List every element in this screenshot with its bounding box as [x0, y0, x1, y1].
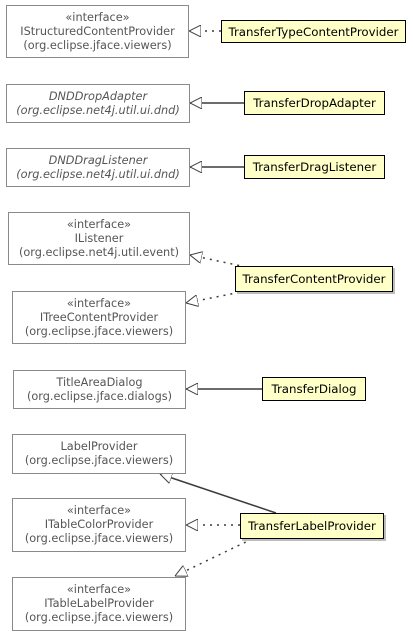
node-package: (org.eclipse.jface.viewers) [24, 324, 174, 338]
node-package: (org.eclipse.net4j.util.event) [18, 245, 180, 259]
node-package: (org.eclipse.jface.viewers) [23, 38, 172, 52]
stereotype-label: «interface» [66, 217, 132, 231]
class-transferdraglistener: TransferDragListener [244, 155, 385, 179]
class-transferdialog: TransferDialog [262, 377, 366, 401]
edge-transferlabel-labelprovider [160, 474, 277, 514]
node-name: ITreeContentProvider [39, 310, 159, 324]
class-transfercontentprovider: TransferContentProvider [235, 266, 393, 292]
node-titleareadialog: TitleAreaDialog (org.eclipse.jface.dialo… [13, 370, 186, 409]
node-package: (org.eclipse.jface.viewers) [24, 611, 174, 624]
node-dnddropadapter: DNDDropAdapter (org.eclipse.net4j.util.u… [6, 84, 190, 123]
stereotype-label: «interface» [65, 10, 130, 24]
node-itablecolorprovider: «interface» ITableColorProvider (org.ecl… [12, 498, 186, 552]
node-name: IStructuredContentProvider [20, 24, 175, 38]
edge-transferlabel-itablelabel [175, 538, 253, 576]
node-package: (org.eclipse.jface.viewers) [24, 454, 174, 467]
node-package: (org.eclipse.net4j.util.ui.dnd) [16, 167, 180, 181]
stereotype-label: «interface» [66, 504, 132, 517]
node-name: ITableLabelProvider [44, 597, 154, 610]
node-package: (org.eclipse.net4j.util.ui.dnd) [16, 103, 180, 117]
node-labelprovider: LabelProvider (org.eclipse.jface.viewers… [12, 434, 186, 474]
class-transfertypecontentprovider: TransferTypeContentProvider [221, 20, 406, 43]
node-name: TitleAreaDialog [56, 375, 143, 389]
node-itablelabelprovider: «interface» ITableLabelProvider (org.ecl… [12, 577, 186, 631]
node-name: DNDDragListener [48, 153, 148, 167]
class-transferlabelprovider: TransferLabelProvider [240, 513, 384, 539]
node-itreecontentprovider: «interface» ITreeContentProvider (org.ec… [12, 291, 186, 344]
edge-transfercontent-itree [186, 290, 247, 303]
node-package: (org.eclipse.jface.viewers) [24, 532, 174, 545]
node-name: DNDDropAdapter [48, 89, 148, 103]
node-package: (org.eclipse.jface.dialogs) [26, 389, 173, 403]
stereotype-label: «interface» [66, 296, 132, 310]
edge-transfercontent-ilistener [190, 255, 247, 268]
node-dnddraglistener: DNDDragListener (org.eclipse.net4j.util.… [6, 148, 190, 187]
node-istructuredcontentprovider: «interface» IStructuredContentProvider (… [6, 5, 189, 58]
class-transferdropadapter: TransferDropAdapter [244, 91, 385, 115]
stereotype-label: «interface» [66, 583, 132, 596]
node-name: ITableColorProvider [44, 518, 154, 531]
node-name: LabelProvider [60, 440, 138, 453]
node-name: IListener [74, 231, 124, 245]
node-ilistener: «interface» IListener (org.eclipse.net4j… [8, 212, 190, 265]
